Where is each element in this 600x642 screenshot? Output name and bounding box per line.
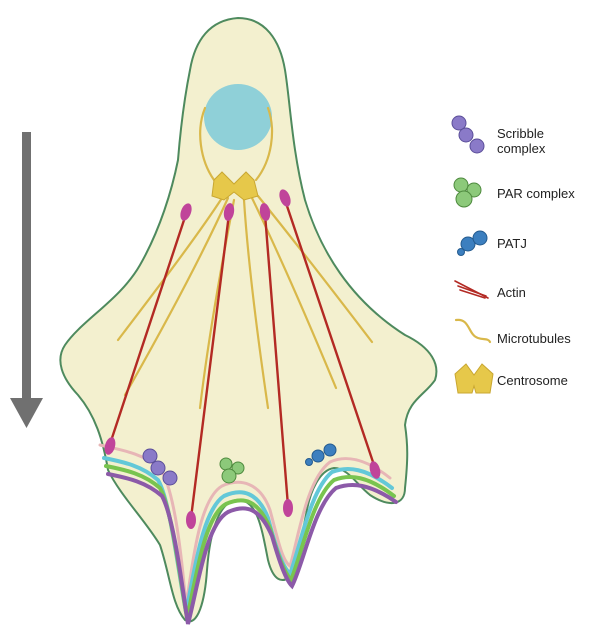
actin-icon [454,280,489,299]
nucleus [204,84,272,150]
actin-tips [104,189,381,529]
par-complex-icon [453,177,482,208]
legend-icons [451,115,494,394]
scribble-complex-on-cell [142,448,178,486]
microtubule-icon [454,318,492,344]
centrosome [211,171,259,201]
microtubules [116,106,374,410]
legend-label-patj: PATJ [497,236,527,251]
direction-arrow [10,132,43,428]
legend-label-centrosome: Centrosome [497,373,568,388]
patj-icon [457,230,488,256]
legend-label-microtubules: Microtubules [497,331,571,346]
scribble-complex-icon [451,115,485,154]
legend-label-scribble: Scribble complex [497,126,546,156]
legend-label-par: PAR complex [497,186,575,201]
patj-on-cell [305,443,337,466]
centrosome-icon [454,363,494,394]
par-complex-on-cell [219,457,245,484]
actin-filaments [108,198,377,520]
legend-label-actin: Actin [497,285,526,300]
